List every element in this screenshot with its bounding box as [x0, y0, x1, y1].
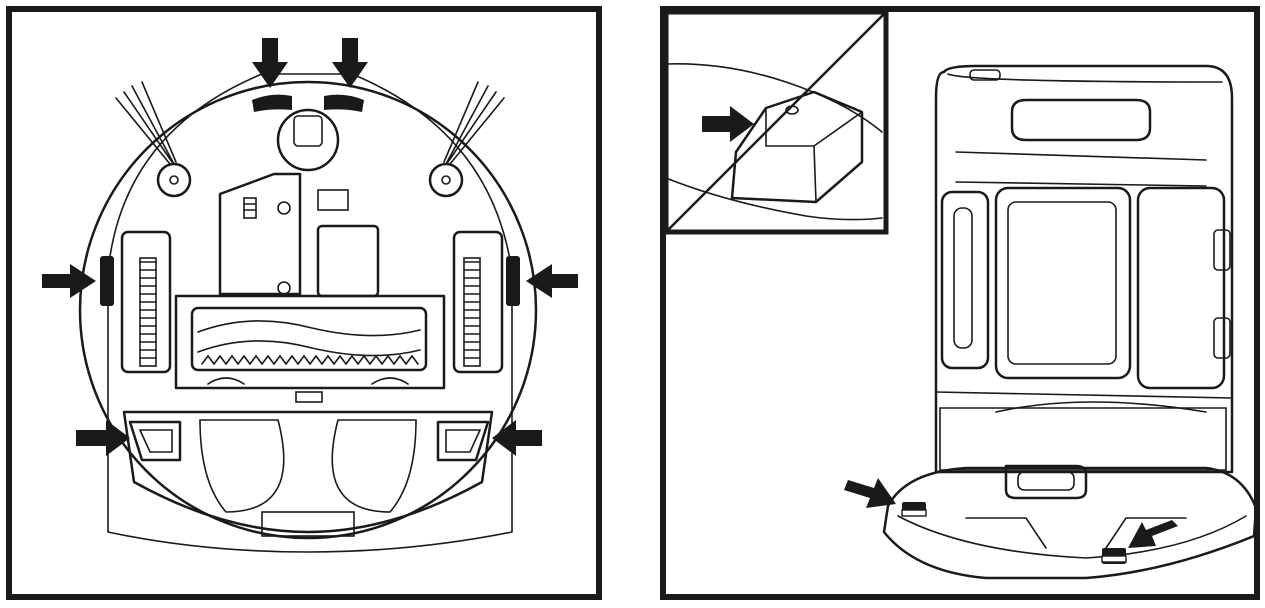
pointer-arrow-icon [252, 38, 288, 88]
pointer-arrow-icon [76, 420, 130, 456]
dock-dirt-port [1004, 464, 1088, 500]
side-brush-left [115, 81, 192, 198]
brushroll-bristles [197, 320, 421, 366]
pointer-arrow-icon [526, 264, 578, 298]
cliff-sensor-left [100, 256, 114, 306]
robot-underside-diagram [42, 38, 578, 553]
dock-diagram [666, 12, 1254, 580]
cliff-sensor-top-left [252, 94, 292, 112]
caster-wheel-hub [293, 115, 323, 147]
pointer-arrow-icon [1128, 520, 1178, 548]
cliff-sensor-top-right [324, 94, 364, 112]
dust-bag-window [994, 186, 1132, 380]
pointer-arrow-icon [702, 106, 754, 142]
dock-base [882, 466, 1254, 580]
battery-icon [243, 197, 257, 219]
bin-lobe-right [331, 419, 417, 513]
dock-side-window [940, 190, 990, 370]
robot-underside-panel [6, 6, 602, 600]
screw-icon-upper [277, 201, 291, 215]
brushroll [190, 306, 428, 372]
brushroll-latches [207, 377, 409, 385]
side-brush-right [428, 81, 505, 198]
dock-panel [660, 6, 1260, 600]
release-tab [295, 391, 323, 403]
pointer-arrow-icon [42, 264, 96, 298]
drive-wheel-right [452, 230, 504, 374]
inset-contact-pad [730, 90, 864, 204]
bin-release [261, 511, 355, 537]
cliff-sensor-right [506, 256, 520, 306]
battery-cover [218, 172, 302, 296]
brushroll-housing [174, 294, 446, 390]
charging-contact-left [128, 420, 182, 462]
dust-bin [122, 410, 494, 534]
dock-side-latch-upper [1213, 229, 1231, 271]
pointer-arrow-icon [844, 478, 896, 508]
pointer-arrow-icon [332, 38, 368, 88]
bin-lobe-left [199, 419, 285, 513]
dock-side-latch-lower [1213, 317, 1231, 359]
screw-icon-lower [277, 281, 291, 295]
dock-handle [1010, 98, 1152, 142]
dock-top-button [969, 69, 1001, 81]
caster-wheel [276, 108, 340, 172]
robot-body-outline [78, 80, 538, 540]
charging-contact-right [436, 420, 490, 462]
drive-wheel-left [120, 230, 172, 374]
dock-tower [934, 64, 1234, 474]
sensor-window [317, 189, 349, 211]
pointer-arrow-icon [492, 420, 542, 456]
center-plate [316, 224, 380, 298]
dock-side-panel [1136, 186, 1226, 390]
inset-contact-hole [785, 105, 799, 115]
